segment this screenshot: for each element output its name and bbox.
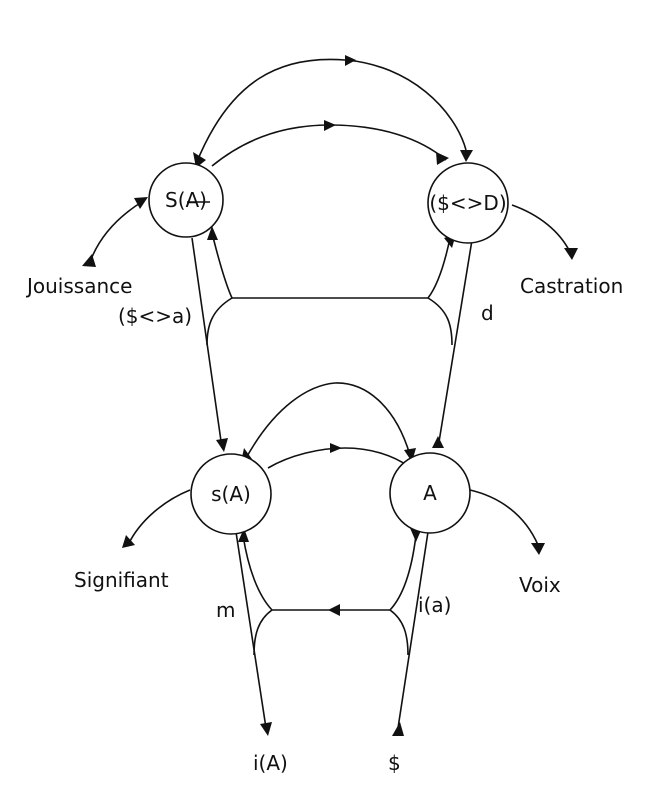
arrowhead-dollar: [392, 722, 404, 736]
edge-lower-top-arc: [244, 382, 411, 461]
edge-signifiant: [127, 489, 191, 546]
edge-ssmallA-to-iA: [235, 531, 267, 729]
arrowhead-to-A: [432, 436, 444, 448]
label-voix: Voix: [519, 573, 561, 597]
arrowhead-top-arc-right: [460, 150, 473, 162]
node-s-small-a: s(A): [190, 453, 272, 535]
node-s-small-a-label: s(A): [211, 482, 251, 506]
arrowhead-upper-inner-arc: [324, 120, 336, 131]
edge-lower-right-loop: [389, 609, 409, 656]
arrowhead-top-arc: [345, 55, 356, 66]
edge-castration: [511, 204, 571, 253]
edge-upper-right-loop: [427, 297, 453, 346]
node-s-diamond-d: ($<>D): [427, 162, 509, 244]
arrowhead-signifiant: [122, 535, 135, 548]
edge-sD-to-A: [437, 239, 473, 449]
label-dollar: $: [388, 751, 401, 775]
edge-dollar-to-A: [397, 531, 429, 729]
edge-lower-inner-arc: [267, 447, 409, 469]
label-i-a: i(a): [418, 593, 451, 617]
edge-lower-u-bar: [242, 534, 417, 611]
arrowhead-castration: [564, 248, 578, 260]
edge-lower-left-loop: [253, 609, 273, 656]
arrowhead-jouissance-end: [134, 197, 148, 209]
arrowhead-lower-u-left: [238, 528, 249, 542]
edge-jouissance: [89, 199, 146, 263]
arrowhead-to-iA: [260, 722, 272, 736]
edge-top-arc: [195, 58, 467, 165]
label-signifiant: Signifiant: [74, 568, 169, 592]
label-jouissance: Jouissance: [25, 274, 132, 298]
label-i-big-a: i(A): [253, 751, 288, 775]
arrowhead-upper-inner-arc-right: [436, 152, 449, 165]
edge-upper-lower-loop: [206, 297, 233, 346]
edge-voix: [469, 489, 539, 546]
arrowhead-jouissance-start: [82, 254, 96, 267]
arrowhead-lower-inner-arc: [330, 443, 342, 453]
label-s-diamond-a: ($<>a): [118, 304, 192, 328]
arrowhead-upper-u-left: [207, 226, 218, 240]
arrowhead-voix: [531, 543, 545, 555]
label-castration: Castration: [520, 274, 623, 298]
node-s-diamond-d-label: ($<>D): [429, 191, 506, 215]
label-m: m: [216, 598, 235, 622]
arrowhead-to-ssmallA: [216, 438, 228, 452]
node-a-label: A: [423, 481, 437, 505]
node-s-big-a-label: S(A): [165, 188, 207, 212]
edge-upper-u-bar: [211, 232, 451, 299]
edge-sbigA-to-ssmallA: [191, 237, 223, 449]
arrowhead-lower-u-bar: [328, 604, 340, 616]
edge-upper-inner-arc: [211, 124, 447, 167]
label-d: d: [481, 301, 494, 325]
node-s-big-a: S(A): [148, 162, 224, 238]
node-a: A: [389, 452, 471, 534]
